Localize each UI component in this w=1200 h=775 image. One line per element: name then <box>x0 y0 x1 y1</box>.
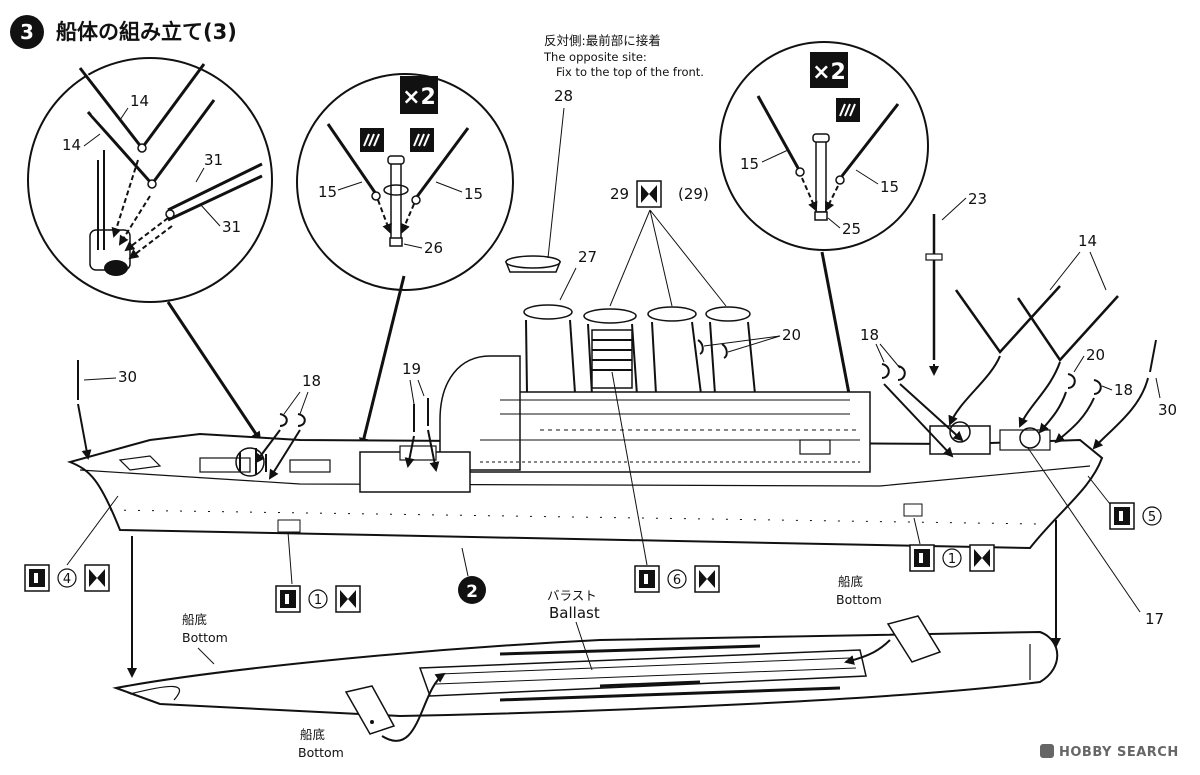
callout-30b: 30 <box>1158 401 1177 419</box>
callout-31a: 31 <box>204 151 223 169</box>
page-title: 船体の組み立て(3) <box>56 20 237 44</box>
bow-symbol-icon <box>335 585 361 613</box>
d-part-icon <box>634 565 660 593</box>
x2-badge-left <box>400 76 438 114</box>
callout-28: 28 <box>554 87 573 105</box>
step-number: 3 <box>20 20 34 44</box>
callout-20b: 20 <box>1086 346 1105 364</box>
callout-15a: 15 <box>318 183 337 201</box>
callout-18c: 18 <box>302 372 321 390</box>
note-en-2: Fix to the top of the front. <box>556 65 704 79</box>
x2-label-left: ×2 <box>402 85 436 110</box>
opposite-side-note: 反対側:最前部に接着 The opposite site: Fix to the… <box>543 33 704 79</box>
callout-26: 26 <box>424 239 443 257</box>
ship-hull <box>66 355 1104 550</box>
funnels: 28 27 29 (29) 20 <box>504 87 801 468</box>
lower-labels: 船底 Bottom バラスト Ballast 船底 Bottom 船底 Bott… <box>182 574 882 760</box>
bow-symbol-icon <box>694 565 720 593</box>
d1b-number: 1 <box>948 552 956 567</box>
d5-number: 5 <box>1148 510 1156 525</box>
bow-symbol-icon <box>969 544 995 572</box>
detail-circle-mast-fore: 14 14 31 31 <box>27 57 273 303</box>
callout-14a: 14 <box>130 92 149 110</box>
ship-callouts: 30 18 19 18 23 14 20 <box>77 190 1177 628</box>
flag-icon <box>409 127 435 153</box>
d-part-icon <box>909 544 935 572</box>
d-part-icon <box>275 585 301 613</box>
bow-symbol-icon <box>84 564 110 592</box>
d1a-number: 1 <box>314 593 322 608</box>
callout-15d: 15 <box>880 178 899 196</box>
circle1-arrow <box>166 301 262 442</box>
step-2-number: 2 <box>466 582 478 602</box>
ballast-en: Ballast <box>549 604 600 622</box>
callout-20a: 20 <box>782 326 801 344</box>
ballast-jp: バラスト <box>547 588 597 603</box>
bottom-en-lower: Bottom <box>298 745 344 760</box>
callout-29-opposite: (29) <box>678 185 709 203</box>
bottom-en-right: Bottom <box>836 592 882 607</box>
note-en-1: The opposite site: <box>543 50 647 64</box>
callout-18b: 18 <box>1114 381 1133 399</box>
flag-icon <box>359 127 385 153</box>
callout-17: 17 <box>1145 610 1164 628</box>
bottom-jp-lower: 船底 <box>300 727 325 742</box>
detail-circle-mast-center: ×2 15 15 26 <box>296 73 514 291</box>
circle2-arrow <box>359 275 406 448</box>
step-header: 3 船体の組み立て(3) <box>10 15 237 49</box>
callout-18a: 18 <box>860 326 879 344</box>
decal-badges: D 4 1 6 1 5 <box>24 371 1162 613</box>
bottom-jp-right: 船底 <box>838 574 863 589</box>
detail-circle-mast-aft: ×2 15 15 25 <box>719 41 929 251</box>
d-part-icon <box>1109 502 1135 530</box>
watermark: HOBBY SEARCH <box>1040 744 1179 760</box>
step-circle <box>10 15 44 49</box>
callout-31b: 31 <box>222 218 241 236</box>
bow-symbol-icon <box>636 180 662 208</box>
watermark-text: HOBBY SEARCH <box>1059 745 1179 760</box>
callout-30a: 30 <box>118 368 137 386</box>
d6-number: 6 <box>673 573 681 588</box>
x2-label-right: ×2 <box>812 60 846 85</box>
callout-23: 23 <box>968 190 987 208</box>
d4-number: 4 <box>63 572 71 587</box>
callout-14c: 14 <box>1078 232 1097 250</box>
callout-15c: 15 <box>740 155 759 173</box>
callout-14b: 14 <box>62 136 81 154</box>
callout-15b: 15 <box>464 185 483 203</box>
flag-icon <box>835 97 861 123</box>
callout-29: 29 <box>610 185 629 203</box>
callout-25: 25 <box>842 220 861 238</box>
step-2-marker: 2 <box>458 547 486 604</box>
bottom-jp-left: 船底 <box>182 612 207 627</box>
x2-badge-right <box>810 52 848 88</box>
note-jp: 反対側:最前部に接着 <box>544 33 661 48</box>
d-part-icon <box>24 564 50 592</box>
bottom-en-left: Bottom <box>182 630 228 645</box>
watermark-logo-icon <box>1040 744 1054 758</box>
callout-19: 19 <box>402 360 421 378</box>
callout-27: 27 <box>578 248 597 266</box>
lower-hull <box>112 520 1061 742</box>
